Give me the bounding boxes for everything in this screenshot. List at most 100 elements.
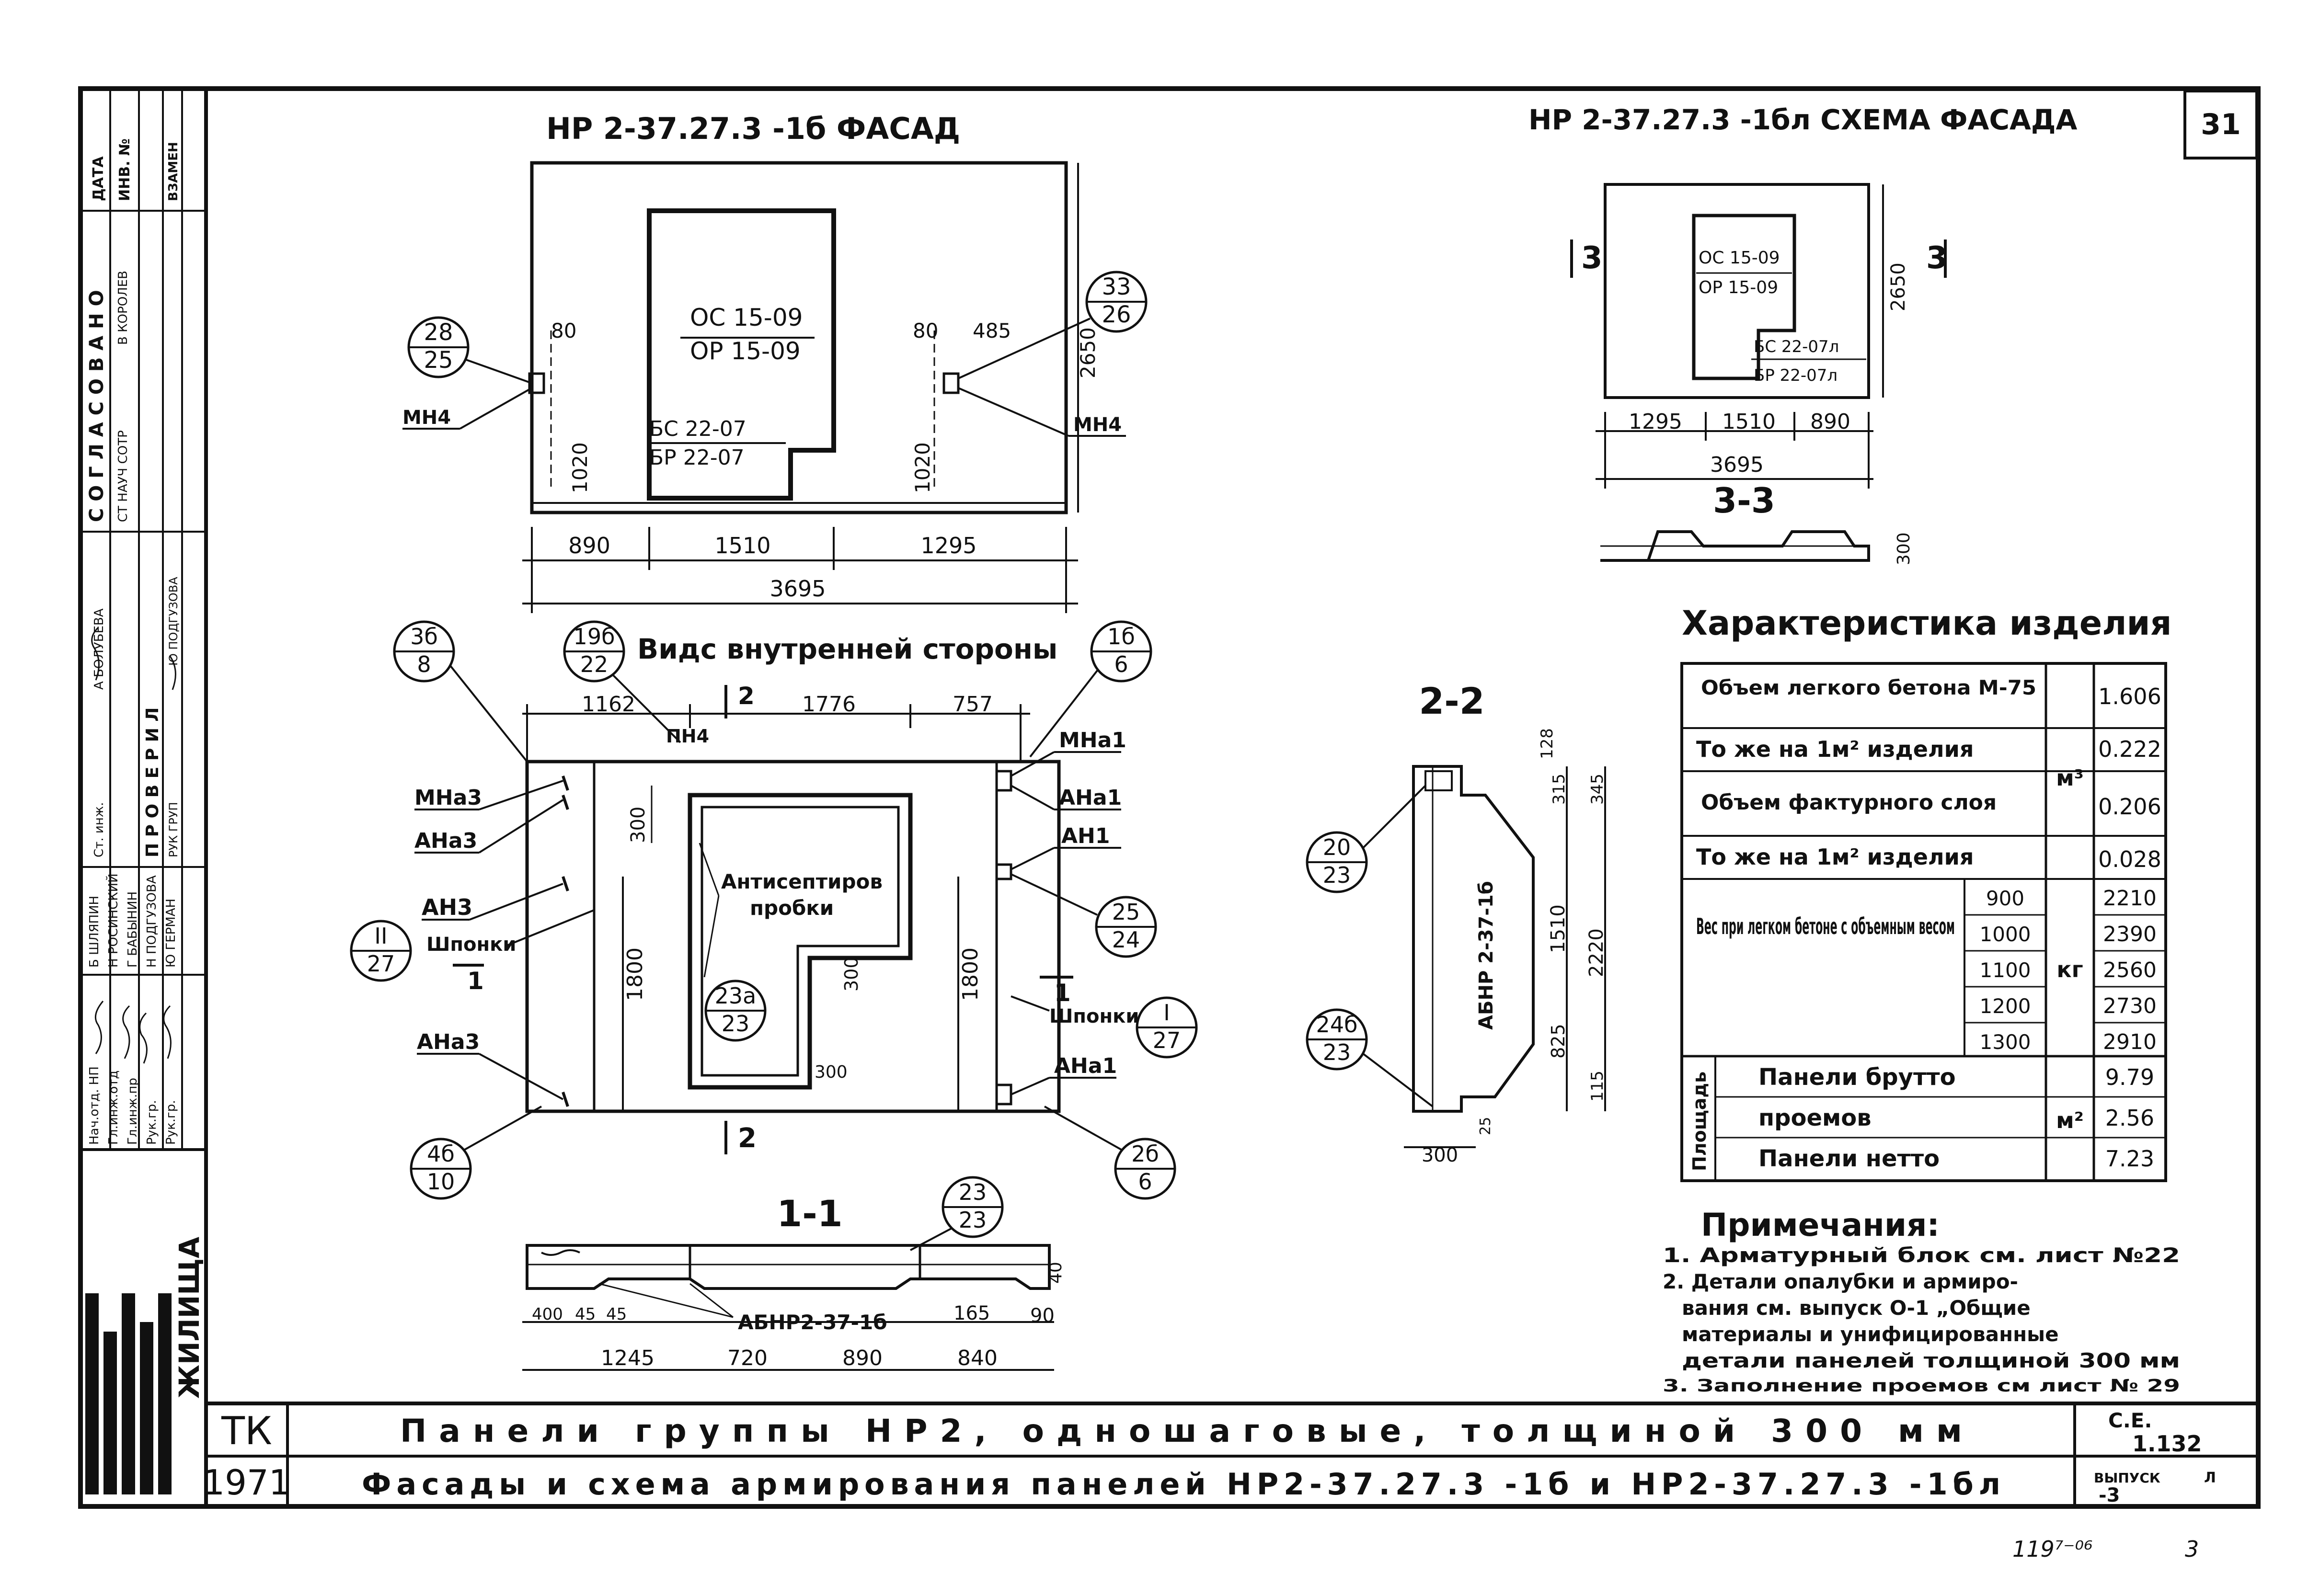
title-year: 1971 <box>203 1462 290 1503</box>
spec-value: 0.222 <box>2098 736 2161 762</box>
weight-value: 2560 <box>2103 958 2157 982</box>
page-number: 31 <box>2201 108 2241 141</box>
marker-den: 8 <box>417 651 431 677</box>
title-line-1: Панели группы НР2, одношаговые, толщиной… <box>400 1413 1962 1449</box>
label-ana1: АНа1 <box>1059 786 1122 810</box>
marker-num: 33 <box>1102 274 1131 300</box>
title-block: ТК 1971 Панели группы НР2, одношаговые, … <box>203 1402 2258 1506</box>
dim: 165 <box>953 1302 990 1324</box>
stamp-date-label: ДАТА <box>90 156 107 201</box>
stamp-inv-label: ИНВ. № <box>116 138 133 201</box>
weight-value: 2390 <box>2103 922 2157 946</box>
stamp-person-role: Нач.отд. НП <box>87 1066 102 1145</box>
marker-den: 23 <box>959 1207 987 1233</box>
dim: 1510 <box>1722 410 1776 434</box>
stamp-person-name: Г БАБЫНИН <box>126 891 140 968</box>
weight-density: 900 <box>1986 887 2024 910</box>
title-line-2: Фасады и схема армирования панелей НР2-3… <box>362 1467 2000 1502</box>
note-line: 1. Арматурный блок см. лист №22 <box>1663 1243 2180 1267</box>
dim: 300 <box>1422 1144 1458 1166</box>
spec-label: Объем легкого бетона М-75 <box>1701 676 2036 699</box>
weight-density: 1100 <box>1980 958 2031 982</box>
facade-title: НР 2-37.27.3 -1б ФАСАД <box>546 111 960 146</box>
notes: Примечания: 1. Арматурный блок см. лист … <box>1663 1207 2180 1396</box>
inner-panel <box>525 760 1061 1113</box>
marker-den: 26 <box>1102 301 1131 328</box>
scheme-section-profile <box>1600 530 1870 562</box>
marker-den: 27 <box>1153 1027 1181 1053</box>
embedded-part <box>942 372 960 394</box>
stamp-person-role: Рук.гр. <box>164 1100 178 1145</box>
dim: 720 <box>727 1346 768 1370</box>
dim: 128 <box>1538 728 1557 759</box>
marker-num: 1б <box>1107 624 1135 650</box>
antiseptic-label-1: Антисептиров <box>721 870 883 893</box>
dim: 890 <box>1810 410 1850 434</box>
organization-logo: ЖИЛИЩА <box>85 1237 206 1494</box>
dim: 300 <box>815 1062 848 1082</box>
marker-num: II <box>374 923 387 949</box>
stamp-provereno-role: РУК ГРУП <box>167 802 180 857</box>
label-an3: АН3 <box>422 894 472 920</box>
dim: 2220 <box>1585 928 1608 977</box>
scheme-section-label: 3-3 <box>1713 480 1775 521</box>
marker-den: 22 <box>580 651 609 677</box>
marker-den: 24 <box>1112 927 1140 953</box>
facade-drawing: НР 2-37.27.3 -1б ФАСАД ОС 15-09 ОР 15-09… <box>402 111 1148 613</box>
marker-den: 27 <box>367 951 395 977</box>
dim: 1295 <box>1629 410 1682 434</box>
dim: 40 <box>1046 1262 1066 1284</box>
dim: 1295 <box>920 533 976 559</box>
dim: 400 <box>532 1305 563 1324</box>
marker-den: 23 <box>722 1011 750 1037</box>
stamp-person-name: Ю ГЕРМАН <box>164 899 178 968</box>
stamp-person-name: Н ПОДГУЗОВА <box>145 875 159 968</box>
dim: 1162 <box>582 692 635 717</box>
title-series: ТК <box>221 1409 272 1453</box>
area-row-value: 7.23 <box>2105 1146 2154 1172</box>
weight-density: 1200 <box>1980 994 2031 1018</box>
specs-table: Характеристика изделия Объем легкого бет… <box>1680 604 2172 1182</box>
weight-density: 1000 <box>1980 923 2031 946</box>
label-ana3-bottom: АНа3 <box>417 1030 480 1054</box>
area-unit: м² <box>2056 1107 2084 1133</box>
cut-bottom-label: 2 <box>738 1123 757 1154</box>
facade-opening-top: ОС 15-09 <box>690 304 803 331</box>
area-row-value: 9.79 <box>2105 1064 2154 1090</box>
section22-title: 2-2 <box>1419 680 1484 722</box>
label-mna3: МНа3 <box>414 786 482 810</box>
weight-value: 2910 <box>2103 1030 2157 1054</box>
left-stamp: ДАТА ИНВ. № ВЗАМЕН С О Г Л А С О В А Н О… <box>80 89 206 1151</box>
inner-title: Видс внутренней стороны <box>637 633 1057 665</box>
scheme-opening <box>1692 214 1796 380</box>
stamp-person-role: Рук.гр. <box>145 1100 159 1145</box>
dim: 890 <box>842 1346 883 1370</box>
code-issue: -3 <box>2099 1484 2120 1506</box>
logo-sub: ЖИЛИЩА <box>173 1237 206 1399</box>
marker-num: 28 <box>424 319 453 346</box>
dim: 840 <box>957 1346 998 1370</box>
spec-unit: м³ <box>2056 765 2084 791</box>
facade-panel <box>530 161 1068 514</box>
marker-den: 10 <box>427 1169 455 1195</box>
dim: 1800 <box>623 947 647 1001</box>
marker-den: 23 <box>1323 862 1351 888</box>
marker-den: 6 <box>1114 651 1128 677</box>
dim: 3695 <box>770 576 826 602</box>
page-number-box <box>2183 90 2258 160</box>
note-line: 3. Заполнение проемов см лист № 29 <box>1663 1376 2180 1396</box>
stamp-person-role: Гл.инж.отд <box>106 1071 121 1145</box>
dim: 1020 <box>568 442 592 493</box>
stamp-person-role: Гл.инж.пр <box>126 1078 140 1145</box>
dim: 1245 <box>601 1346 655 1370</box>
label-ana1-bottom: АНа1 <box>1054 1054 1117 1078</box>
stamp-person-name: Н РОСИНСКИЙ <box>105 873 121 968</box>
area-row-value: 2.56 <box>2105 1105 2154 1131</box>
weight-label: Вес при легком бетоне с объемным весом <box>1696 913 1955 939</box>
dim: 80 <box>913 319 938 342</box>
scheme-section-left: 3 <box>1581 240 1603 276</box>
spec-value: 1.606 <box>2098 684 2161 709</box>
weight-density: 1300 <box>1980 1030 2031 1054</box>
note-line: детали панелей толщиной 300 мм <box>1682 1349 2180 1372</box>
